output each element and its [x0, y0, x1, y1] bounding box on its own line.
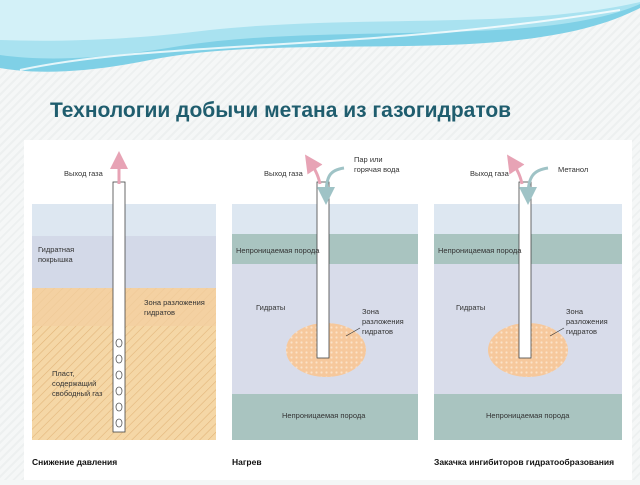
gas-outlet-arrow — [305, 154, 323, 185]
top-rock-label: Непроницаемая порода — [236, 246, 320, 255]
zone-label-line2: разложения — [362, 317, 404, 326]
outlet-label: Выход газа — [264, 169, 304, 178]
hydrates-label: Гидраты — [256, 303, 285, 312]
panel-inhibitor-injection: Выход газа Метанол Непроницаемая порода … — [434, 154, 622, 467]
bottom-impermeable-rock — [232, 394, 418, 440]
panel-pressure-reduction: Выход газа Гидратная покрышка Зона разло… — [32, 151, 216, 467]
zone-label-line2: гидратов — [144, 308, 175, 317]
bottom-impermeable-rock — [434, 394, 622, 440]
panel-caption: Снижение давления — [32, 457, 117, 467]
zone-label-line3: гидратов — [362, 327, 393, 336]
bottom-rock-label: Непроницаемая порода — [282, 411, 366, 420]
well-pipe — [316, 181, 330, 359]
slide-title: Технологии добычи метана из газогидратов — [50, 99, 512, 122]
decorative-wave-header — [0, 0, 640, 72]
panel-caption: Закачка ингибиторов гидратообразования — [434, 457, 614, 467]
zone-pointer — [345, 327, 361, 337]
cap-label-line2: покрышка — [38, 255, 74, 264]
well-pipe — [518, 181, 532, 359]
inlet-label-line1: Пар или — [354, 155, 383, 164]
gas-outlet-arrow — [507, 154, 525, 185]
methane-extraction-diagram: Выход газа Гидратная покрышка Зона разло… — [32, 151, 622, 467]
bottom-rock-label: Непроницаемая порода — [486, 411, 570, 420]
zone-label-line2: разложения — [566, 317, 608, 326]
outlet-label: Выход газа — [470, 169, 510, 178]
diagram-figure: Выход газа Гидратная покрышка Зона разло… — [24, 140, 632, 480]
inlet-label-line2: горячая вода — [354, 165, 400, 174]
zone-label-line1: Зона — [566, 307, 584, 316]
reservoir-label-line1: Пласт, — [52, 369, 74, 378]
outlet-label: Выход газа — [64, 169, 104, 178]
methanol-inlet-arrow — [519, 166, 549, 205]
hydrates-label: Гидраты — [456, 303, 485, 312]
top-rock-label: Непроницаемая порода — [438, 246, 522, 255]
inlet-label: Метанол — [558, 165, 588, 174]
perforations — [115, 338, 123, 428]
steam-inlet-arrow — [317, 166, 345, 205]
zone-label-line1: Зона — [362, 307, 380, 316]
reservoir-label-line2: содержащий — [52, 379, 96, 388]
panel-caption: Нагрев — [232, 457, 262, 467]
reservoir-label-line3: свободный газ — [52, 389, 103, 398]
cap-label-line1: Гидратная — [38, 245, 74, 254]
zone-pointer — [549, 327, 565, 337]
zone-label-line3: гидратов — [566, 327, 597, 336]
zone-label-line1: Зона разложения — [144, 298, 205, 307]
panel-heating: Выход газа Пар или горячая вода Непрониц… — [232, 154, 418, 467]
